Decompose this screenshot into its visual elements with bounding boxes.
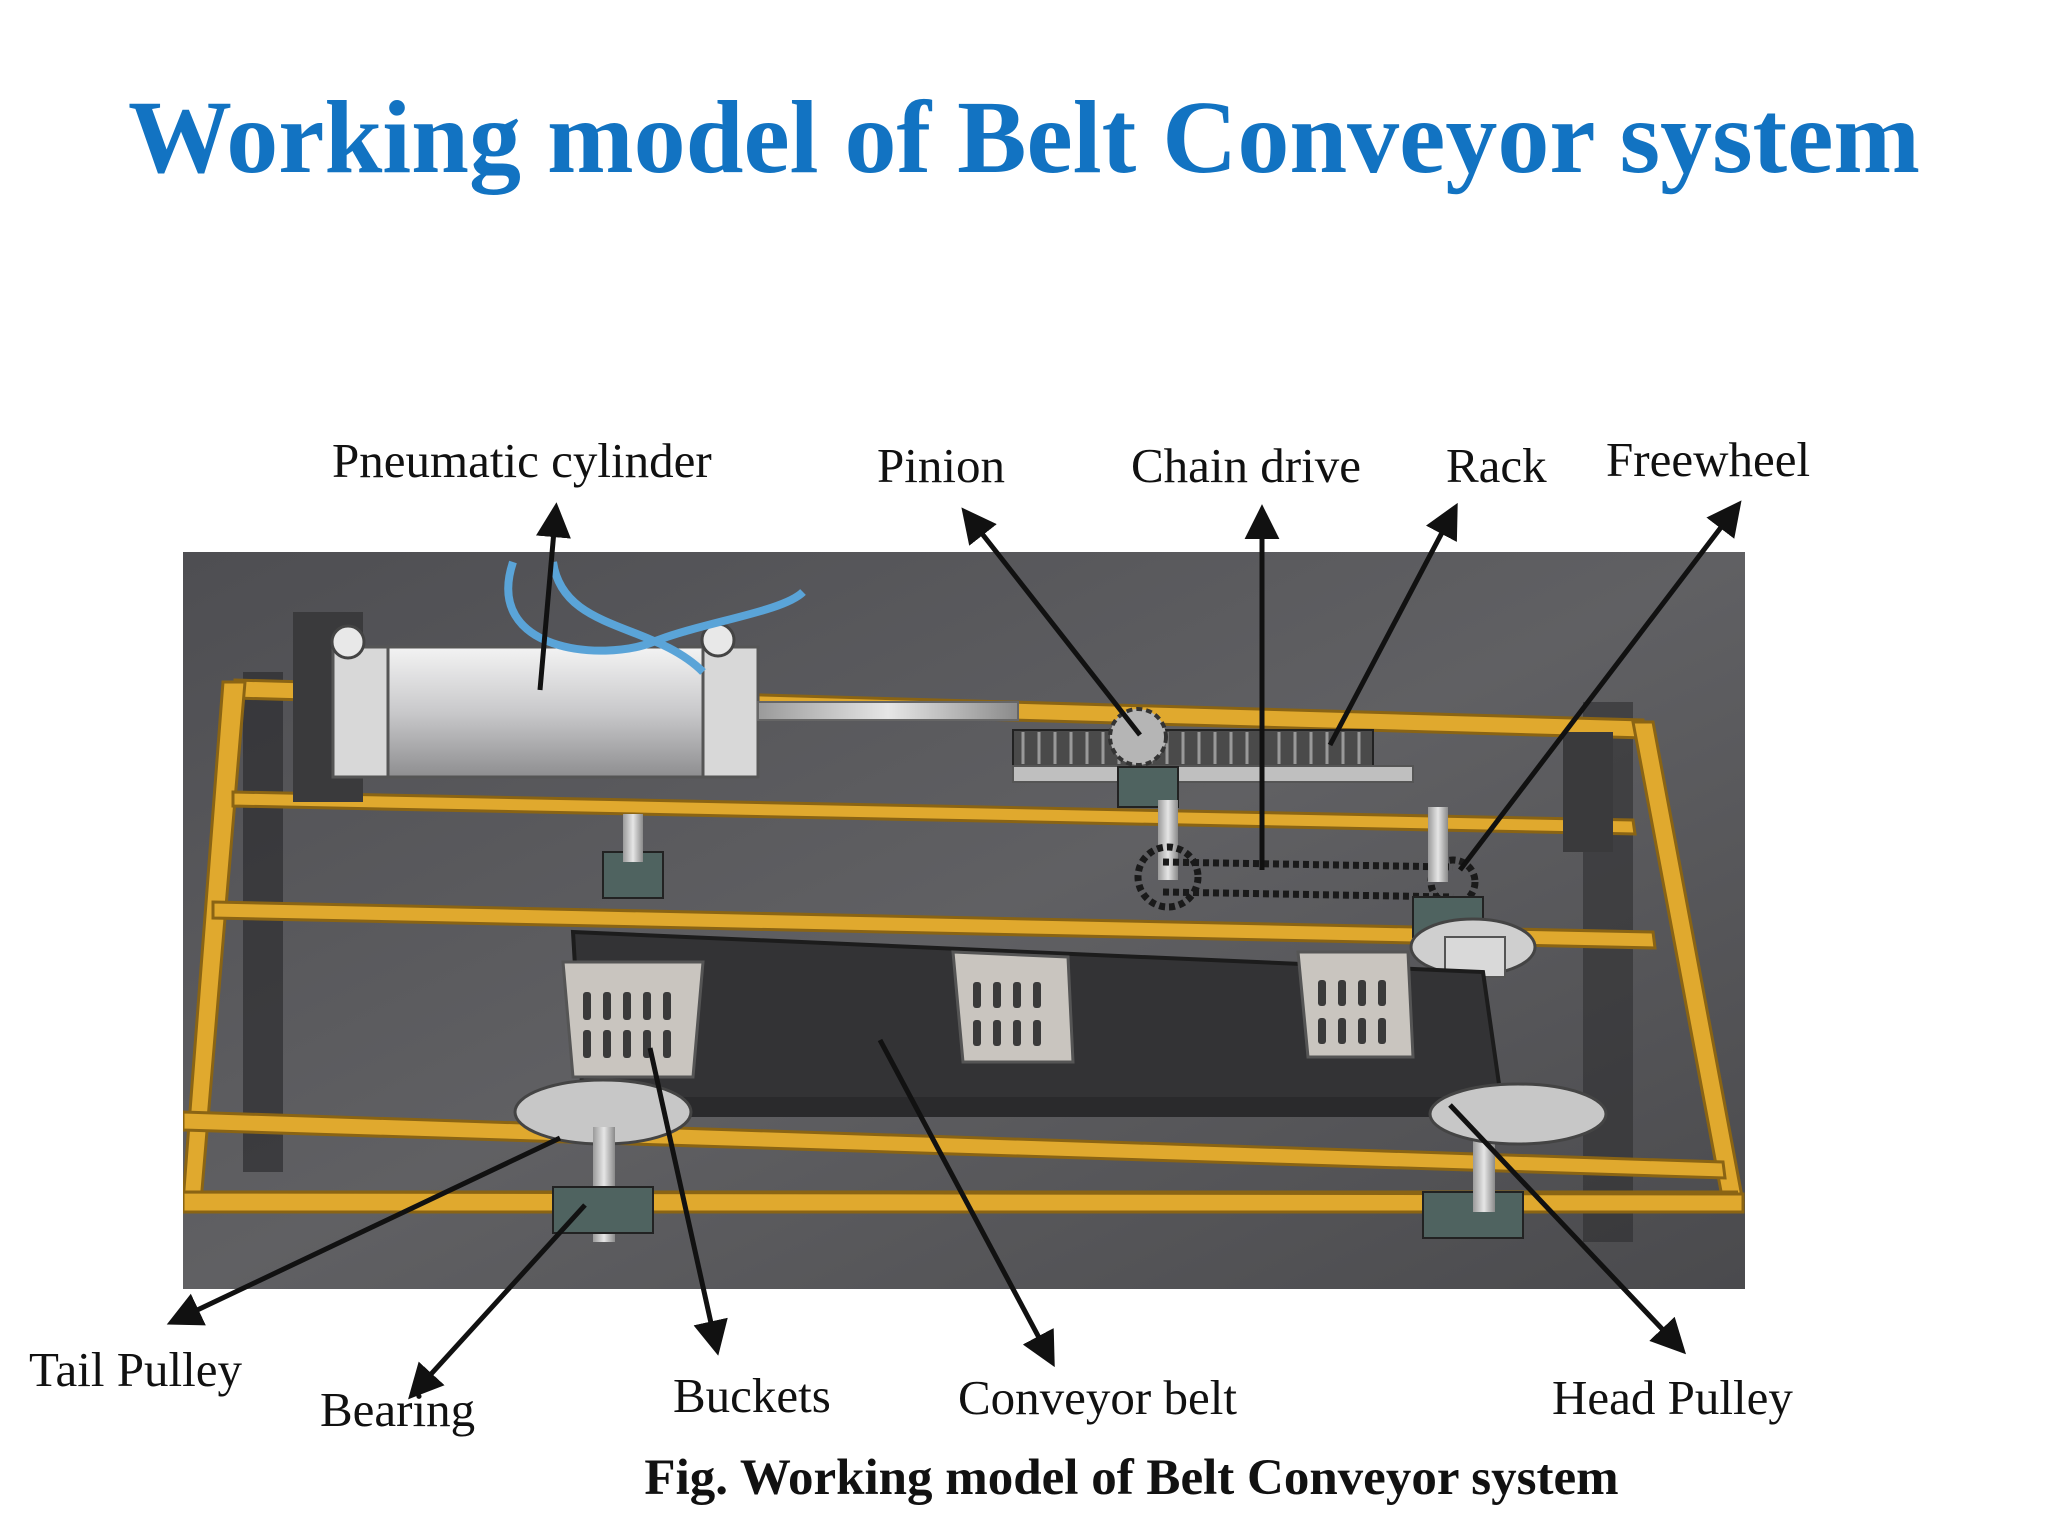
bearing-shape — [552, 1186, 654, 1234]
label-pneumatic-cylinder: Pneumatic cylinder — [332, 433, 712, 488]
label-tail-pulley: Tail Pulley — [29, 1342, 242, 1397]
pneumatic-cylinder-shape — [330, 560, 1019, 779]
head-pulley-shape — [1428, 1082, 1608, 1146]
label-buckets: Buckets — [673, 1368, 831, 1423]
conveyor-model-photo — [183, 552, 1745, 1289]
chain-drive-shape — [1134, 843, 1479, 911]
label-pinion: Pinion — [877, 438, 1005, 493]
figure-caption: Fig. Working model of Belt Conveyor syst… — [644, 1450, 1619, 1506]
label-rack: Rack — [1446, 438, 1547, 493]
page-title: Working model of Belt Conveyor system — [128, 80, 1920, 195]
label-conveyor-belt: Conveyor belt — [958, 1370, 1237, 1425]
pinion-shape — [1108, 707, 1168, 767]
label-bearing: Bearing — [320, 1382, 476, 1437]
label-chain-drive: Chain drive — [1131, 438, 1361, 493]
label-freewheel: Freewheel — [1606, 432, 1811, 487]
label-head-pulley: Head Pulley — [1552, 1370, 1793, 1425]
rack-shape — [1012, 729, 1414, 783]
